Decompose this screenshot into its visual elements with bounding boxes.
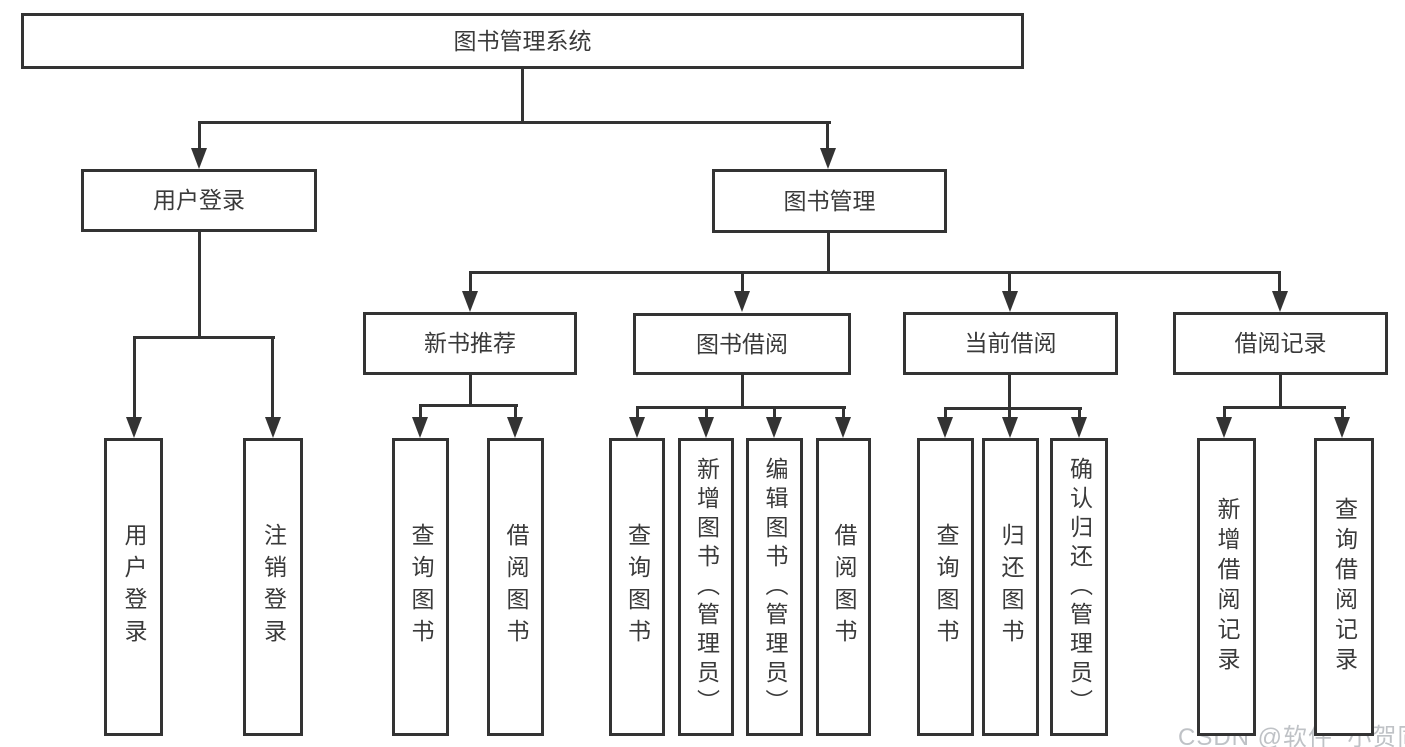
node-br-query: 查询借阅记录: [1314, 438, 1374, 736]
connector-line: [133, 338, 136, 418]
connector-line: [827, 233, 830, 274]
connector-line: [944, 407, 1082, 410]
node-cb-query: 查询图书: [917, 438, 974, 736]
arrowhead-down-icon: [698, 417, 714, 438]
node-bb-borrow: 借阅图书: [816, 438, 871, 736]
connector-line: [469, 271, 1281, 274]
arrowhead-down-icon: [734, 291, 750, 312]
node-root: 图书管理系统: [21, 13, 1024, 69]
connector-line: [521, 69, 524, 124]
arrowhead-down-icon: [766, 417, 782, 438]
connector-line: [636, 406, 846, 409]
connector-line: [842, 408, 845, 418]
node-book-mgmt: 图书管理: [712, 169, 947, 233]
connector-line: [705, 408, 708, 418]
node-book-borrow: 图书借阅: [633, 313, 851, 375]
connector-line: [1223, 406, 1346, 409]
arrowhead-down-icon: [507, 417, 523, 438]
arrowhead-down-icon: [1002, 291, 1018, 312]
connector-line: [1278, 273, 1281, 293]
arrowhead-down-icon: [1334, 417, 1350, 438]
arrowhead-down-icon: [412, 417, 428, 438]
node-bb-add: 新增图书（管理员）: [678, 438, 734, 736]
connector-line: [419, 404, 518, 407]
connector-line: [133, 336, 275, 339]
arrowhead-down-icon: [1002, 417, 1018, 438]
connector-line: [944, 409, 947, 418]
node-br-add: 新增借阅记录: [1197, 438, 1256, 736]
connector-line: [1223, 408, 1226, 418]
arrowhead-down-icon: [265, 417, 281, 438]
node-bb-edit: 编辑图书（管理员）: [746, 438, 803, 736]
connector-line: [198, 121, 831, 124]
node-logout: 注销登录: [243, 438, 303, 736]
connector-line: [741, 273, 744, 293]
node-login: 用户登录: [104, 438, 163, 736]
node-rec-borrow: 借阅图书: [487, 438, 544, 736]
node-bb-query: 查询图书: [609, 438, 665, 736]
connector-line: [773, 408, 776, 418]
node-rec-query: 查询图书: [392, 438, 449, 736]
arrowhead-down-icon: [462, 291, 478, 312]
arrowhead-down-icon: [835, 417, 851, 438]
arrowhead-down-icon: [629, 417, 645, 438]
connector-line: [469, 273, 472, 293]
connector-line: [198, 123, 201, 150]
connector-line: [1279, 375, 1282, 409]
arrowhead-down-icon: [191, 148, 207, 169]
connector-line: [826, 123, 829, 150]
arrowhead-down-icon: [937, 417, 953, 438]
connector-line: [1008, 375, 1011, 410]
connector-line: [419, 406, 422, 418]
node-borrow-record: 借阅记录: [1173, 312, 1388, 375]
arrowhead-down-icon: [1071, 417, 1087, 438]
connector-line: [636, 408, 639, 418]
node-cb-confirm: 确认归还（管理员）: [1050, 438, 1108, 736]
connector-line: [741, 375, 744, 409]
arrowhead-down-icon: [1272, 291, 1288, 312]
connector-line: [1341, 408, 1344, 418]
node-current-borrow: 当前借阅: [903, 312, 1118, 375]
connector-line: [469, 375, 472, 407]
connector-line: [1008, 273, 1011, 293]
connector-line: [198, 232, 201, 339]
connector-line: [1008, 409, 1011, 418]
node-cb-return: 归还图书: [982, 438, 1039, 736]
connector-line: [514, 406, 517, 418]
arrowhead-down-icon: [820, 148, 836, 169]
node-new-book-rec: 新书推荐: [363, 312, 577, 375]
connector-line: [1078, 409, 1081, 418]
node-user-login: 用户登录: [81, 169, 317, 232]
connector-line: [271, 338, 274, 418]
arrowhead-down-icon: [126, 417, 142, 438]
arrowhead-down-icon: [1216, 417, 1232, 438]
